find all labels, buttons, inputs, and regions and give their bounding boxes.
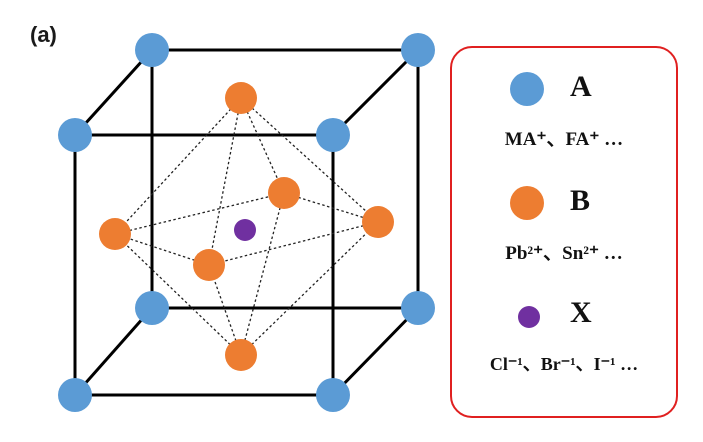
legend-letter: X	[570, 296, 592, 329]
b-site-atom	[268, 177, 300, 209]
legend-ions: MA⁺、FA⁺ …	[504, 129, 624, 150]
x-site-swatch	[518, 306, 540, 328]
a-site-atom	[316, 378, 350, 412]
cube-edge	[331, 48, 420, 137]
a-site-atom	[135, 291, 169, 325]
b-site-atom	[362, 206, 394, 238]
octahedron-edges	[114, 97, 379, 356]
octahedron-edge	[208, 221, 379, 266]
octahedron-edge	[283, 192, 379, 223]
legend-ions: Cl⁻¹、Br⁻¹、I⁻¹ …	[489, 354, 639, 374]
a-site-atom	[58, 378, 92, 412]
legend-letter: B	[570, 184, 591, 217]
cube-edge	[73, 48, 154, 137]
cube-edge	[331, 306, 420, 397]
a-site-atom	[401, 291, 435, 325]
octahedron-edge	[114, 233, 242, 356]
octahedron-edge	[114, 192, 285, 235]
a-site-atom	[135, 33, 169, 67]
b-site-swatch	[510, 186, 544, 220]
octahedron-edge	[240, 97, 379, 223]
x-site-atoms	[234, 219, 256, 241]
a-site-atom	[316, 118, 350, 152]
a-site-atom	[58, 118, 92, 152]
b-site-atom	[193, 249, 225, 281]
panel-label: (a)	[30, 22, 57, 47]
b-site-atom	[99, 218, 131, 250]
a-site-swatch	[510, 72, 544, 106]
octahedron-edge	[208, 97, 242, 266]
legend-ions: Pb²⁺、Sn²⁺ …	[505, 243, 623, 264]
octahedron-edge	[114, 233, 210, 266]
a-site-atoms	[58, 33, 435, 412]
cube-depth-edges	[73, 48, 420, 397]
legend-box: A MA⁺、FA⁺ … B Pb²⁺、Sn²⁺ … X Cl⁻¹、Br⁻¹、I⁻…	[450, 46, 678, 418]
cube-edge	[73, 307, 154, 396]
octahedron-edge	[240, 192, 285, 356]
legend-letter: A	[570, 70, 592, 103]
b-site-atom	[225, 82, 257, 114]
octahedron-edge	[114, 97, 242, 235]
cube-back-face	[150, 48, 420, 310]
b-site-atom	[225, 339, 257, 371]
x-site-atom	[234, 219, 256, 241]
b-site-atoms	[99, 82, 394, 371]
octahedron-edge	[240, 221, 379, 356]
crystal-structure-diagram	[58, 33, 435, 412]
a-site-atom	[401, 33, 435, 67]
octahedron-edge	[240, 97, 285, 194]
cube-front-face	[73, 133, 335, 397]
